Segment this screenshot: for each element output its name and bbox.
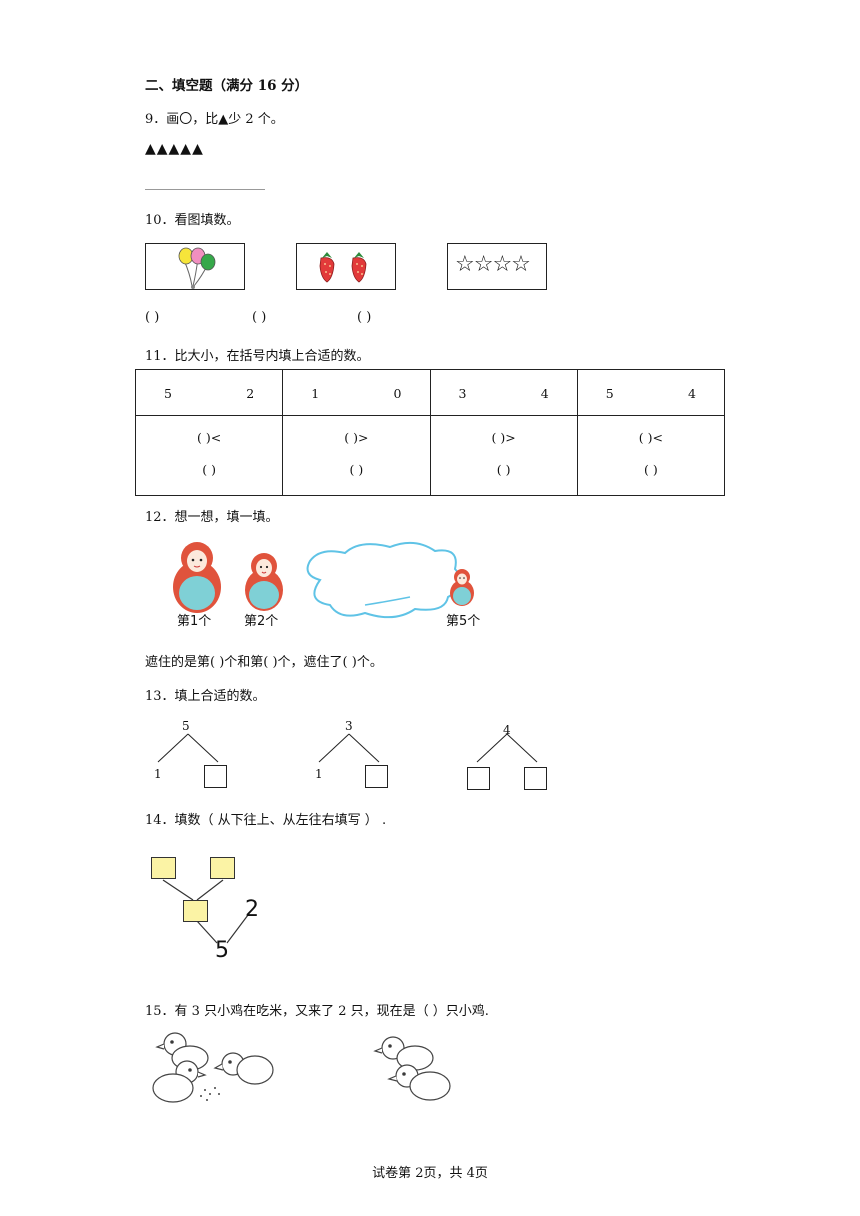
question-12-sentence[interactable]: 遮住的是第( )个和第( )个，遮住了( )个。 <box>145 655 383 670</box>
question-11-text: 11．比大小，在括号内填上合适的数。 <box>145 349 370 364</box>
tree-side-number: 2 <box>245 897 259 922</box>
number-tree-lines <box>162 879 249 944</box>
bond-3-left-answer-box[interactable] <box>467 767 490 790</box>
rice-grains-icon <box>200 1087 220 1101</box>
chick-icon <box>152 1032 451 1103</box>
number-bond-lines <box>157 733 538 763</box>
tree-bottom-number: 5 <box>215 938 229 963</box>
doll-label-1: 第1个 <box>177 614 212 629</box>
answer-blank-3[interactable]: ( ) <box>357 310 372 325</box>
question-14-text: 14．填数（ 从下往上、从左往右填写 ） . <box>145 813 387 828</box>
bond-3-right-answer-box[interactable] <box>524 767 547 790</box>
compare-answer-cell[interactable]: ( )>( ) <box>282 415 431 496</box>
picture-box-balloons <box>145 243 245 290</box>
compare-answer-cell[interactable]: ( )>( ) <box>429 415 578 496</box>
question-13-text: 13．填上合适的数。 <box>145 689 266 704</box>
doll-1-icon <box>173 542 221 613</box>
balloons-icon <box>178 247 216 289</box>
answer-blank-1[interactable]: ( ) <box>145 310 160 325</box>
compare-answer-cell[interactable]: ( )<( ) <box>134 415 284 496</box>
tree-answer-box-top-left[interactable] <box>151 857 176 879</box>
question-9-text: 9．画〇，比▲少 2 个。 <box>145 112 284 127</box>
question-10-text: 10．看图填数。 <box>145 213 240 228</box>
doll-label-5: 第5个 <box>446 614 481 629</box>
picture-box-stars: ☆☆☆☆ <box>447 243 547 290</box>
bond-2-left: 1 <box>315 767 323 781</box>
answer-line[interactable] <box>145 189 265 190</box>
tree-answer-box-middle[interactable] <box>183 900 208 922</box>
doll-5-icon <box>450 569 474 606</box>
page-footer: 试卷第 2页，共 4页 <box>372 1166 488 1181</box>
picture-box-strawberries <box>296 243 396 290</box>
question-12-text: 12．想一想，填一填。 <box>145 510 279 525</box>
cloud-icon <box>306 541 463 619</box>
bond-2-top: 3 <box>345 719 353 733</box>
triangles-row: ▲▲▲▲▲ <box>145 141 204 157</box>
strawberry-icon <box>319 252 367 283</box>
nesting-dolls-illustration <box>173 541 474 619</box>
bond-1-top: 5 <box>182 719 190 733</box>
doll-label-2: 第2个 <box>244 614 279 629</box>
bond-3-top: 4 <box>503 723 511 737</box>
star-icon: ☆☆☆☆ <box>455 252 531 277</box>
bond-1-answer-box[interactable] <box>204 765 227 788</box>
answer-blank-2[interactable]: ( ) <box>252 310 267 325</box>
question-15-text: 15．有 3 只小鸡在吃米，又来了 2 只，现在是（ ）只小鸡. <box>145 1004 489 1019</box>
bond-2-answer-box[interactable] <box>365 765 388 788</box>
tree-answer-box-top-right[interactable] <box>210 857 235 879</box>
bond-1-left: 1 <box>154 767 162 781</box>
chicks-illustration <box>152 1032 451 1103</box>
compare-answer-cell[interactable]: ( )<( ) <box>576 415 726 496</box>
doll-2-icon <box>245 553 283 611</box>
section-title: 二、填空题（满分 16 分） <box>145 78 309 94</box>
